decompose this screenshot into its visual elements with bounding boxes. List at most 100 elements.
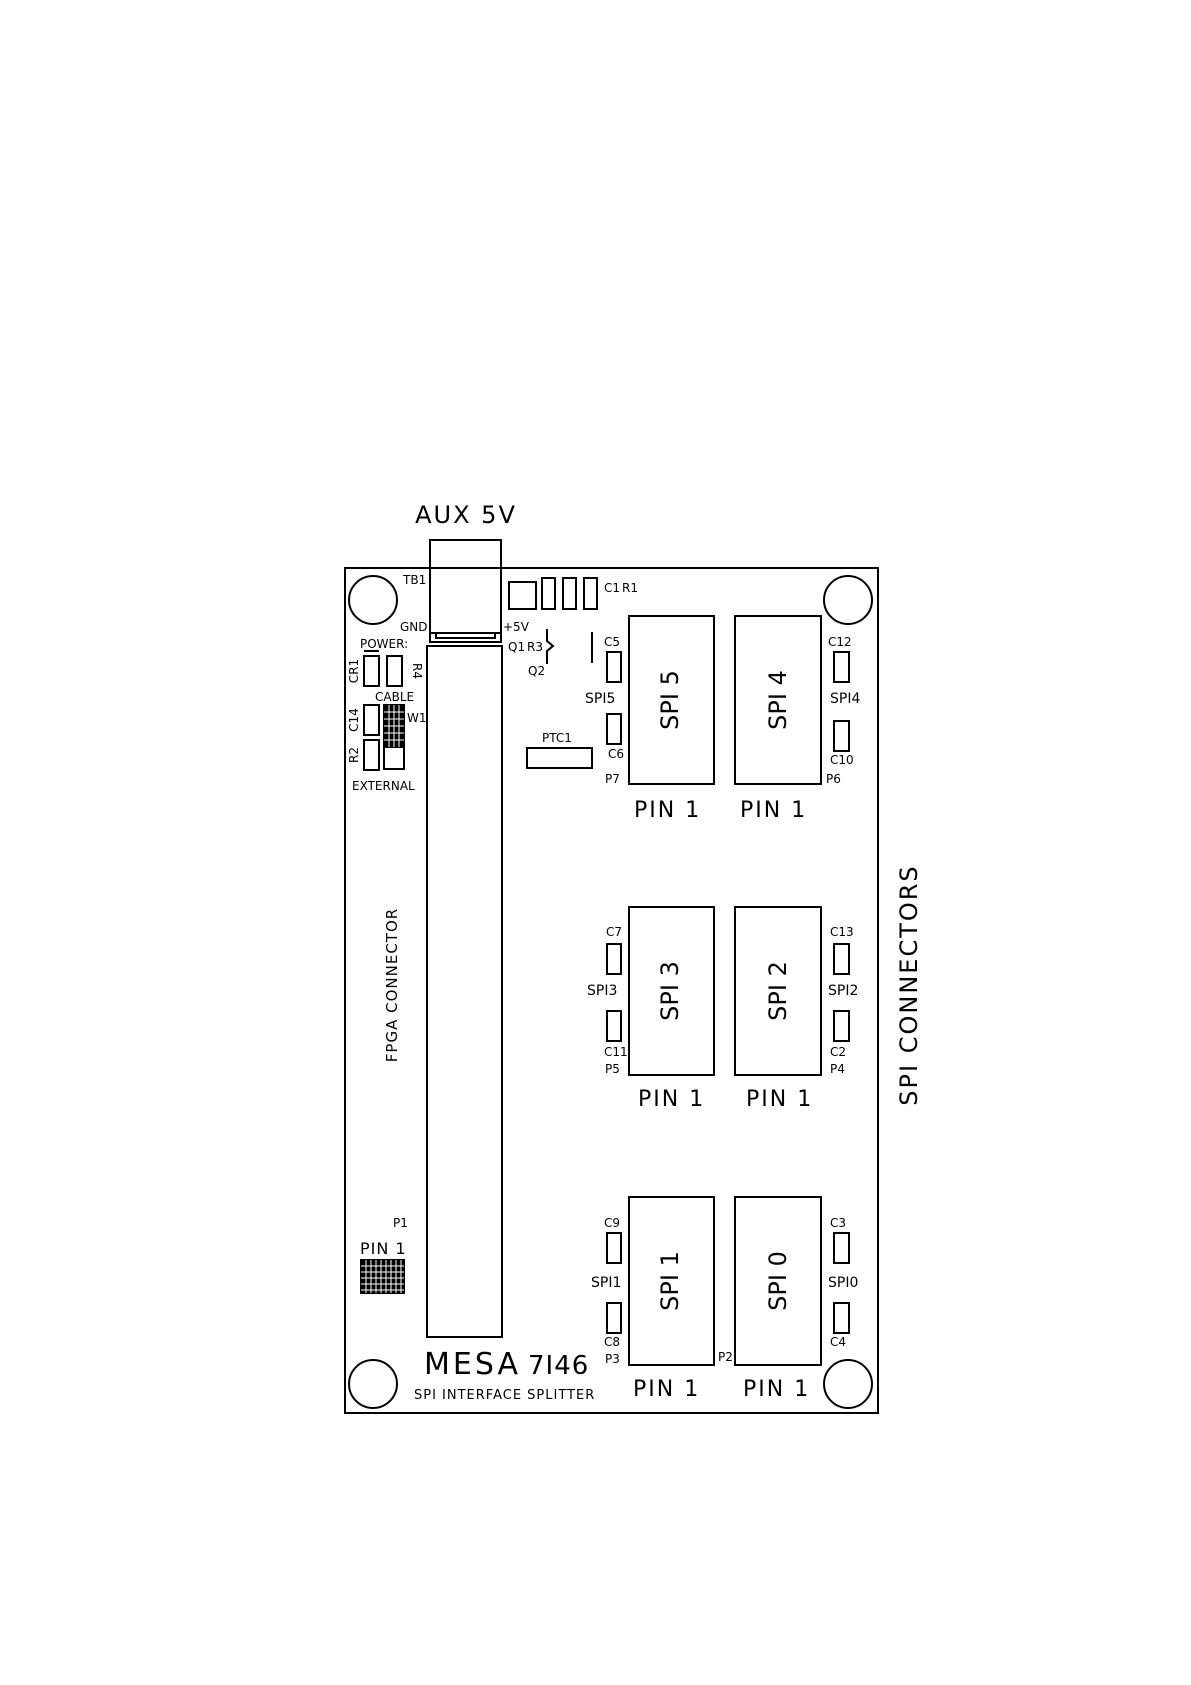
- spi0-connector: [734, 1196, 822, 1366]
- spi5-led-label: SPI5: [585, 691, 615, 707]
- p1-pin1-label: PIN 1: [360, 1239, 407, 1258]
- fpga-connector-label: FPGA CONNECTOR: [383, 908, 401, 1062]
- p1-pin-grid: [361, 1260, 404, 1293]
- spi3-connector: [628, 906, 715, 1076]
- model-number: 7I46: [528, 1351, 589, 1381]
- r4-part: [386, 655, 403, 687]
- c2-part: [833, 1010, 850, 1042]
- r3-label: R3: [527, 640, 543, 654]
- c8-label: C8: [604, 1335, 620, 1349]
- spi3-connector-label: SPI 3: [656, 961, 684, 1021]
- c8-part: [606, 1302, 622, 1334]
- c6-label: C6: [608, 747, 624, 761]
- c10-part: [833, 720, 850, 752]
- r2-label: R2: [347, 747, 361, 763]
- spi4-pin1-label: PIN 1: [740, 798, 807, 823]
- p3-label: P3: [605, 1352, 620, 1366]
- p1-label: P1: [393, 1216, 408, 1230]
- c11-part: [606, 1010, 622, 1042]
- spi1-pin1-label: PIN 1: [633, 1377, 700, 1402]
- c1-r1-part-1: [508, 581, 537, 610]
- c1-label: C1: [604, 581, 620, 595]
- c2-label: C2: [830, 1045, 846, 1059]
- w1-pin-grid: [384, 705, 404, 747]
- spi4-led-label: SPI4: [830, 691, 860, 707]
- spi2-connector: [734, 906, 822, 1076]
- c14-part: [363, 704, 380, 736]
- c3-label: C3: [830, 1216, 846, 1230]
- spi5-connector: [628, 615, 715, 785]
- p5-label: P5: [605, 1062, 620, 1076]
- q2-label: Q2: [528, 664, 545, 678]
- p2-label: P2: [718, 1350, 733, 1364]
- mounting-hole-bottom-right: [823, 1359, 873, 1409]
- spi5-connector-label: SPI 5: [656, 670, 684, 730]
- spi3-pin1-label: PIN 1: [638, 1087, 705, 1112]
- spi1-connector-label: SPI 1: [656, 1251, 684, 1311]
- q2-symbol: [546, 629, 555, 664]
- c9-label: C9: [604, 1216, 620, 1230]
- spi-connectors-side-label: SPI CONNECTORS: [895, 864, 923, 1105]
- board-outline: [344, 567, 879, 1414]
- spi1-led-label: SPI1: [591, 1275, 621, 1291]
- p7-label: P7: [605, 772, 620, 786]
- spi2-connector-label: SPI 2: [764, 961, 792, 1021]
- spi2-pin1-label: PIN 1: [746, 1087, 813, 1112]
- cr1-label: CR1: [347, 659, 361, 683]
- c6-part: [606, 713, 622, 745]
- board-subtitle: SPI INTERFACE SPLITTER: [414, 1388, 595, 1403]
- spi0-led-label: SPI0: [828, 1275, 858, 1291]
- spi4-connector: [734, 615, 822, 785]
- power-label: POWER:: [360, 637, 408, 651]
- q1-label: Q1: [508, 640, 525, 654]
- c12-part: [833, 651, 850, 683]
- c4-part: [833, 1302, 850, 1334]
- c1-r1-part-4: [583, 577, 598, 610]
- p6-label: P6: [826, 772, 841, 786]
- gnd-label: GND: [400, 620, 428, 634]
- mounting-hole-top-left: [348, 575, 398, 625]
- ptc1-label: PTC1: [542, 731, 572, 745]
- spi0-pin1-label: PIN 1: [743, 1377, 810, 1402]
- c11-label: C11: [604, 1045, 628, 1059]
- c1-r1-part-3: [562, 577, 577, 610]
- spi2-led-label: SPI2: [828, 983, 858, 999]
- r1-label: R1: [622, 581, 638, 595]
- c14-label: C14: [347, 708, 361, 732]
- c7-part: [606, 943, 622, 975]
- c1-r1-part-2: [541, 577, 556, 610]
- cable-label: CABLE: [375, 690, 414, 704]
- spi3-led-label: SPI3: [587, 983, 617, 999]
- external-label: EXTERNAL: [352, 779, 415, 793]
- c5-part: [606, 651, 622, 683]
- c12-label: C12: [828, 635, 852, 649]
- c7-label: C7: [606, 925, 622, 939]
- spi4-connector-label: SPI 4: [764, 670, 792, 730]
- mesa-logo: MESA: [424, 1347, 521, 1382]
- w1-label: W1: [407, 711, 427, 725]
- fpga-connector: [426, 645, 503, 1338]
- c10-label: C10: [830, 753, 854, 767]
- r4-label: R4: [410, 663, 424, 679]
- r2-part: [363, 739, 380, 771]
- aux-5v-label: AUX 5V: [415, 501, 517, 529]
- p4-label: P4: [830, 1062, 845, 1076]
- tb1-terminal-block: [429, 539, 502, 643]
- tb1-label: TB1: [402, 573, 426, 587]
- mounting-hole-top-right: [823, 575, 873, 625]
- c3-part: [833, 1232, 850, 1264]
- cr1-part: [363, 655, 380, 687]
- mounting-hole-bottom-left: [348, 1359, 398, 1409]
- c13-part: [833, 943, 850, 975]
- c5-label: C5: [604, 635, 620, 649]
- c9-part: [606, 1232, 622, 1264]
- spi0-connector-label: SPI 0: [764, 1251, 792, 1311]
- tb1-notch: [435, 633, 496, 639]
- c4-label: C4: [830, 1335, 846, 1349]
- plus5v-label: +5V: [503, 620, 530, 634]
- p1-pin-block: [360, 1259, 405, 1294]
- ptc1-part: [526, 747, 593, 769]
- spi5-pin1-label: PIN 1: [634, 798, 701, 823]
- c13-label: C13: [830, 925, 854, 939]
